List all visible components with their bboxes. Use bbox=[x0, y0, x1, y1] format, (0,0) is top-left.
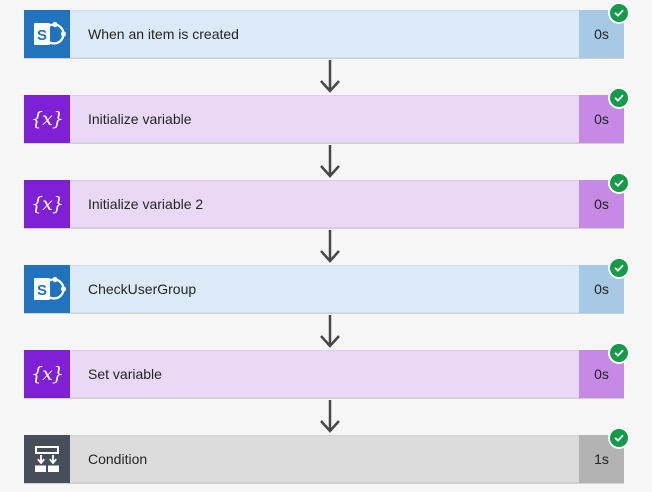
step-card[interactable]: Condition 1s bbox=[24, 435, 624, 483]
connector-arrow-3 bbox=[0, 228, 652, 265]
svg-text:S: S bbox=[37, 27, 47, 44]
connector-arrow-4 bbox=[0, 313, 652, 350]
step-label: When an item is created bbox=[88, 26, 239, 42]
step-label-bar: Set variable bbox=[70, 350, 579, 398]
success-check-icon bbox=[608, 2, 630, 24]
step-card[interactable]: S CheckUserGroup 0s bbox=[24, 265, 624, 313]
step-label-bar: Initialize variable bbox=[70, 95, 579, 143]
step-label-bar: When an item is created bbox=[70, 10, 579, 58]
step-label: Set variable bbox=[88, 366, 162, 382]
variable-icon-glyph: {x} bbox=[31, 108, 64, 130]
success-check-icon bbox=[608, 172, 630, 194]
step-card[interactable]: {x} Initialize variable 2 0s bbox=[24, 180, 624, 228]
connector-arrow-1 bbox=[0, 58, 652, 95]
step-when-an-item-is-created: S When an item is created 0s bbox=[24, 2, 630, 58]
connector-arrow-2 bbox=[0, 143, 652, 180]
variable-icon: {x} bbox=[24, 95, 70, 143]
step-initialize-variable-2: {x} Initialize variable 2 0s bbox=[24, 172, 630, 228]
step-label-bar: Initialize variable 2 bbox=[70, 180, 579, 228]
step-set-variable: {x} Set variable 0s bbox=[24, 342, 630, 398]
step-label-bar: CheckUserGroup bbox=[70, 265, 579, 313]
success-check-icon bbox=[608, 257, 630, 279]
sharepoint-icon: S bbox=[24, 10, 70, 58]
success-check-icon bbox=[608, 427, 630, 449]
step-label: Initialize variable 2 bbox=[88, 196, 204, 212]
step-card[interactable]: S When an item is created 0s bbox=[24, 10, 624, 58]
variable-icon: {x} bbox=[24, 350, 70, 398]
duration-badge: 1s bbox=[579, 435, 624, 483]
svg-text:S: S bbox=[37, 282, 47, 299]
step-initialize-variable: {x} Initialize variable 0s bbox=[24, 87, 630, 143]
step-condition: Condition 1s bbox=[24, 427, 630, 483]
sharepoint-icon: S bbox=[24, 265, 70, 313]
success-check-icon bbox=[608, 342, 630, 364]
condition-icon bbox=[24, 435, 70, 483]
step-label: Initialize variable bbox=[88, 111, 192, 127]
variable-icon-glyph: {x} bbox=[31, 193, 64, 215]
variable-icon-glyph: {x} bbox=[31, 363, 64, 385]
step-label-bar: Condition bbox=[70, 435, 579, 483]
variable-icon: {x} bbox=[24, 180, 70, 228]
step-card[interactable]: {x} Set variable 0s bbox=[24, 350, 624, 398]
step-checkusergroup: S CheckUserGroup 0s bbox=[24, 257, 630, 313]
step-label: Condition bbox=[88, 451, 148, 467]
connector-arrow-5 bbox=[0, 398, 652, 435]
success-check-icon bbox=[608, 87, 630, 109]
step-card[interactable]: {x} Initialize variable 0s bbox=[24, 95, 624, 143]
step-label: CheckUserGroup bbox=[88, 281, 197, 297]
